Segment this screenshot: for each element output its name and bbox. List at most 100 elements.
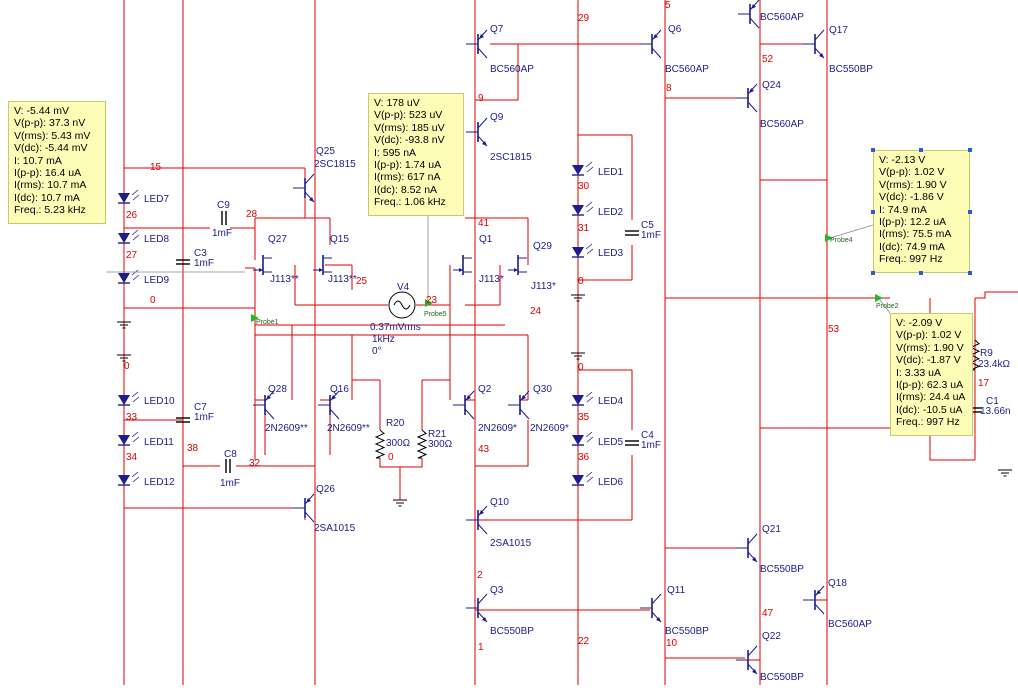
bc560ap-top-label: BC560AP [760,12,804,23]
wire [379,458,423,468]
c8-symbol[interactable] [225,458,231,474]
node-label: 41 [478,218,490,229]
selection-handle[interactable] [871,271,875,275]
probe4-readout[interactable]: V: -2.13 V V(p-p): 1.02 V V(rms): 1.90 V… [873,150,970,273]
q16-symbol[interactable] [317,390,340,420]
led5-symbol[interactable] [571,431,594,446]
q26-label: Q26 [316,484,335,495]
q17-symbol[interactable] [802,29,825,59]
q1-model-label: J113* [479,274,504,285]
q21-label: Q21 [762,524,781,535]
c4-symbol[interactable] [624,440,640,446]
q1-symbol[interactable] [452,254,473,276]
ground-icon[interactable] [997,469,1013,477]
selection-handle[interactable] [871,148,875,152]
node-label: 52 [762,54,774,65]
q11-symbol[interactable] [639,593,662,623]
r20-val-label: 300Ω [386,438,411,449]
q26-symbol[interactable] [292,493,315,523]
led3-symbol[interactable] [571,243,594,258]
probe2-line-6: I(p-p): 62.3 uA [896,378,964,391]
probe5-marker[interactable] [425,299,433,307]
c1-val-label: 13.66n [980,406,1011,417]
led9-label: LED9 [144,275,169,286]
probe1-readout[interactable]: V: -5.44 mV V(p-p): 37.3 nV V(rms): 5.43… [8,101,106,224]
led12-symbol[interactable] [117,471,140,486]
q3-symbol[interactable] [465,593,488,623]
q27-model-label: J113** [270,274,299,285]
q28-symbol[interactable] [252,390,275,420]
probe1-marker[interactable] [251,314,259,322]
q2-model-label: 2N2609* [478,423,517,434]
q7-symbol[interactable] [465,29,488,59]
probe5-tag: Probe5 [424,311,447,318]
led11-label: LED11 [144,437,174,448]
q6-model-label: BC560AP [665,64,709,75]
selection-handle[interactable] [968,210,972,214]
led4-symbol[interactable] [571,391,594,406]
led1-label: LED1 [598,167,623,178]
probe2-line-4: V(dc): -1.87 V [896,354,961,367]
q30-symbol[interactable] [507,390,530,420]
q7-label: Q7 [490,24,504,35]
q6-symbol[interactable] [639,29,662,59]
led1-symbol[interactable] [571,161,594,176]
led8-symbol[interactable] [117,229,140,244]
selection-handle[interactable] [919,148,923,152]
q27-label: Q27 [268,234,287,245]
led4-label: LED4 [598,396,623,407]
probe4-marker[interactable] [825,234,833,242]
probe4-line-9: Freq.: 997 Hz [879,253,943,266]
led7-symbol[interactable] [117,189,140,204]
led6-symbol[interactable] [571,471,594,486]
node-label: 2 [477,570,483,581]
led2-symbol[interactable] [571,201,594,216]
probe1-line-1: V: -5.44 mV [14,105,70,117]
q22-label: Q22 [762,631,781,642]
probe2-readout[interactable]: V: -2.09 V V(p-p): 1.02 V V(rms): 1.90 V… [890,313,973,436]
node-label: 43 [478,444,490,455]
probe2-marker[interactable] [875,294,883,302]
probe-leader-line [879,299,891,314]
selection-handle[interactable] [968,271,972,275]
selection-handle[interactable] [968,148,972,152]
q24-symbol[interactable] [735,83,758,113]
node-label: 15 [150,162,162,173]
probe2-line-1: V: -2.09 V [896,317,943,329]
v4-source-symbol[interactable] [388,291,416,319]
q2-symbol[interactable] [452,390,475,420]
c3-val-label: 1mF [194,258,214,269]
c9-symbol[interactable] [221,210,227,226]
node-label: 0 [388,452,394,463]
r9-symbol[interactable] [969,339,981,371]
q9-symbol[interactable] [465,117,488,147]
ground-icon[interactable] [392,499,408,507]
text-labels: Q7BC560APQ6BC560APBC560APQ17BC550BPQ24BC… [124,0,1011,683]
selection-handle[interactable] [919,271,923,275]
q25-label: Q25 [316,146,335,157]
probe1-line-9: Freq.: 5.23 kHz [14,204,86,217]
node-label: 35 [578,412,590,423]
r20-symbol[interactable] [374,429,386,459]
probe5-readout[interactable]: V: 178 uV V(p-p): 523 uV V(rms): 185 uV … [368,93,464,216]
q24-label: Q24 [762,80,781,91]
q21-symbol[interactable] [735,533,758,563]
q27-symbol[interactable] [252,254,273,276]
bc560-top-symbol[interactable] [737,0,760,29]
led3-label: LED3 [598,248,623,259]
wire [475,420,529,467]
q22-model-label: BC550BP [760,672,804,683]
q29-symbol[interactable] [507,254,528,276]
probe1-line-6: I(p-p): 16.4 uA [14,166,82,179]
led11-symbol[interactable] [117,431,140,446]
q25-symbol[interactable] [292,173,315,203]
q11-label: Q11 [667,585,686,596]
node-label: 34 [126,452,138,463]
selection-handle[interactable] [871,210,875,214]
led10-symbol[interactable] [117,391,140,406]
c5-symbol[interactable] [624,230,640,236]
probe2-line-9: Freq.: 997 Hz [896,416,960,429]
r21-symbol[interactable] [416,429,428,459]
